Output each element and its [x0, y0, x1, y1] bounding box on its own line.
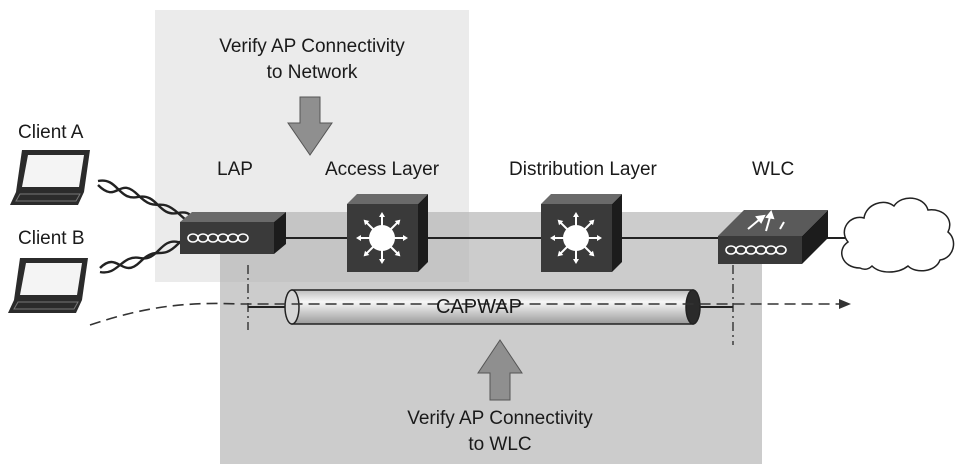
top-caption-line1: Verify AP Connectivity — [219, 36, 405, 57]
client-b-label: Client B — [18, 228, 85, 249]
top-caption: Verify AP Connectivity to Network — [155, 34, 469, 86]
down-arrow-icon — [287, 96, 333, 156]
cloud-icon — [841, 197, 955, 273]
client-a-label: Client A — [18, 122, 84, 143]
client-traffic-path — [89, 299, 851, 326]
capwap-label: CAPWAP — [436, 296, 522, 318]
multilayer-switch-icon — [541, 194, 622, 272]
capwap-tunnel — [248, 289, 733, 325]
lap-label: LAP — [217, 159, 253, 180]
up-arrow-icon — [477, 339, 523, 401]
distribution-layer-label: Distribution Layer — [509, 159, 657, 180]
access-point-icon — [180, 212, 286, 254]
top-caption-line2: to Network — [266, 62, 358, 83]
bottom-caption-line1: Verify AP Connectivity — [407, 408, 593, 429]
access-layer-label: Access Layer — [325, 159, 440, 180]
bottom-caption-line2: to WLC — [468, 434, 532, 455]
laptop-icon — [10, 150, 90, 205]
wlc-scope-box — [220, 212, 762, 464]
bottom-caption: Verify AP Connectivity to WLC — [350, 406, 650, 458]
multilayer-switch-icon — [347, 194, 428, 272]
laptop-icon — [8, 258, 88, 313]
wlc-label: WLC — [752, 159, 795, 180]
wlc-icon — [718, 209, 828, 264]
